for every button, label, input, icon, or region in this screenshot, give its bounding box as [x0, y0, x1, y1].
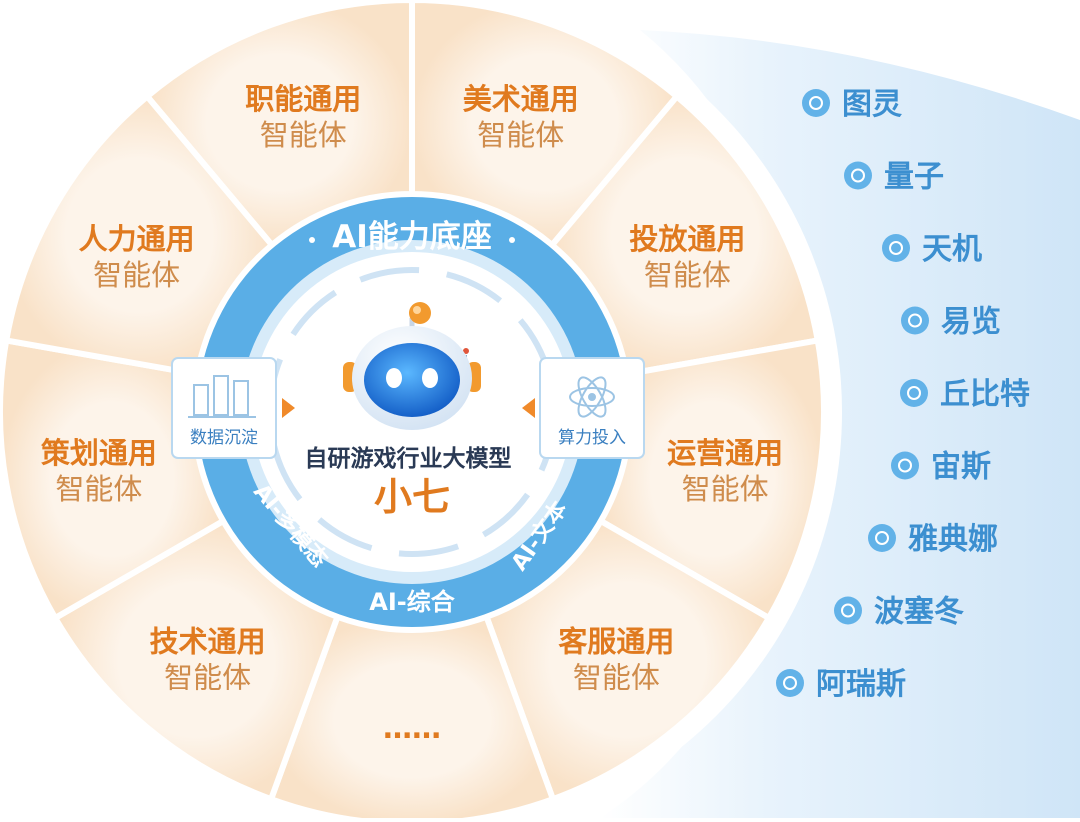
segment-title: 运营通用: [667, 436, 783, 470]
segment-wheel: 职能通用智能体美术通用智能体投放通用智能体运营通用智能体客服通用智能体……技术通…: [0, 0, 824, 822]
center-title: 小七: [374, 475, 450, 519]
chat-icon: [868, 524, 896, 552]
segment-subtitle: 智能体: [644, 258, 731, 292]
segment-wedge: [51, 516, 342, 803]
arrow-left-icon: [522, 398, 535, 418]
product-name: 阿瑞斯: [816, 667, 906, 702]
product-icon-glyph: [908, 313, 922, 328]
product-item[interactable]: 波塞冬: [834, 595, 964, 630]
ring-top-label: AI能力底座: [332, 219, 492, 255]
product-item[interactable]: 图灵: [802, 87, 902, 122]
product-name: 雅典娜: [908, 522, 998, 557]
product-icon-glyph: [898, 458, 912, 473]
product-icon-glyph: [783, 676, 797, 690]
arrow-right-icon: [282, 398, 295, 418]
product-item[interactable]: 阿瑞斯: [776, 667, 906, 702]
segment-title: ……: [383, 711, 441, 745]
product-name: 量子: [884, 160, 944, 195]
gamepad-icon: [891, 451, 919, 480]
product-item[interactable]: 天机: [882, 232, 982, 267]
segment-wedge: [547, 92, 822, 378]
segment-subtitle: 智能体: [93, 258, 180, 292]
product-icon-glyph: [851, 168, 865, 183]
robot-mascot-icon: [343, 302, 481, 430]
user-icon: [776, 669, 804, 697]
product-name: 波塞冬: [874, 595, 964, 630]
segment-wedge: [409, 0, 682, 250]
product-icon-glyph: [889, 241, 903, 255]
segment-subtitle: 智能体: [260, 118, 347, 152]
ring-dot: [309, 237, 315, 243]
product-icon-glyph: [809, 96, 823, 110]
product-item[interactable]: 雅典娜: [868, 522, 998, 557]
segment-title: 人力通用: [79, 222, 195, 256]
gauge-icon: [834, 596, 862, 625]
product-name: 天机: [922, 232, 982, 267]
segment-subtitle: 智能体: [477, 118, 564, 152]
share-icon: [900, 379, 928, 407]
ring-bottom-label: AI-综合: [369, 588, 455, 616]
palette-icon: [802, 89, 830, 117]
compute-investment-box: 算力投入: [522, 357, 645, 459]
segment-title: 客服通用: [558, 625, 674, 659]
product-icon-glyph: [907, 386, 921, 400]
product-item[interactable]: 宙斯: [891, 450, 991, 485]
center-subtitle: 自研游戏行业大模型: [305, 445, 512, 472]
product-item[interactable]: 易览: [901, 305, 1001, 340]
segment-title: 技术通用: [150, 625, 266, 659]
segment-subtitle: 智能体: [682, 472, 769, 506]
ring-dot: [509, 237, 515, 243]
product-icon-glyph: [875, 531, 889, 545]
bell-icon: [901, 306, 929, 335]
product-name: 丘比特: [940, 377, 1030, 412]
product-item[interactable]: 量子: [844, 160, 944, 195]
product-item[interactable]: 丘比特: [900, 377, 1030, 412]
segment-title: 策划通用: [41, 436, 157, 470]
segment-title: 美术通用: [463, 82, 579, 116]
segment-wedge: [142, 0, 415, 250]
segment-subtitle: 智能体: [164, 661, 251, 695]
refresh-icon: [882, 234, 910, 262]
product-icon-glyph: [841, 603, 855, 618]
bar-chart-icon: [188, 375, 256, 418]
product-name: 图灵: [842, 87, 902, 122]
segment-title: 职能通用: [245, 82, 361, 116]
data-accumulation-box: 数据沉淀: [171, 357, 295, 459]
segment-subtitle: 智能体: [55, 472, 142, 506]
atom-icon: [569, 376, 615, 418]
product-name: 宙斯: [931, 450, 991, 485]
compute-investment-label: 算力投入: [558, 428, 626, 448]
segment-title: 投放通用: [629, 222, 745, 256]
product-name: 易览: [941, 305, 1001, 340]
segment-subtitle: 智能体: [573, 661, 660, 695]
data-accumulation-label: 数据沉淀: [190, 428, 258, 448]
cube-icon: [844, 161, 872, 190]
segment-wedge: [0, 336, 228, 623]
segment-wedge: [2, 92, 277, 378]
segment-wedge: [482, 516, 773, 803]
